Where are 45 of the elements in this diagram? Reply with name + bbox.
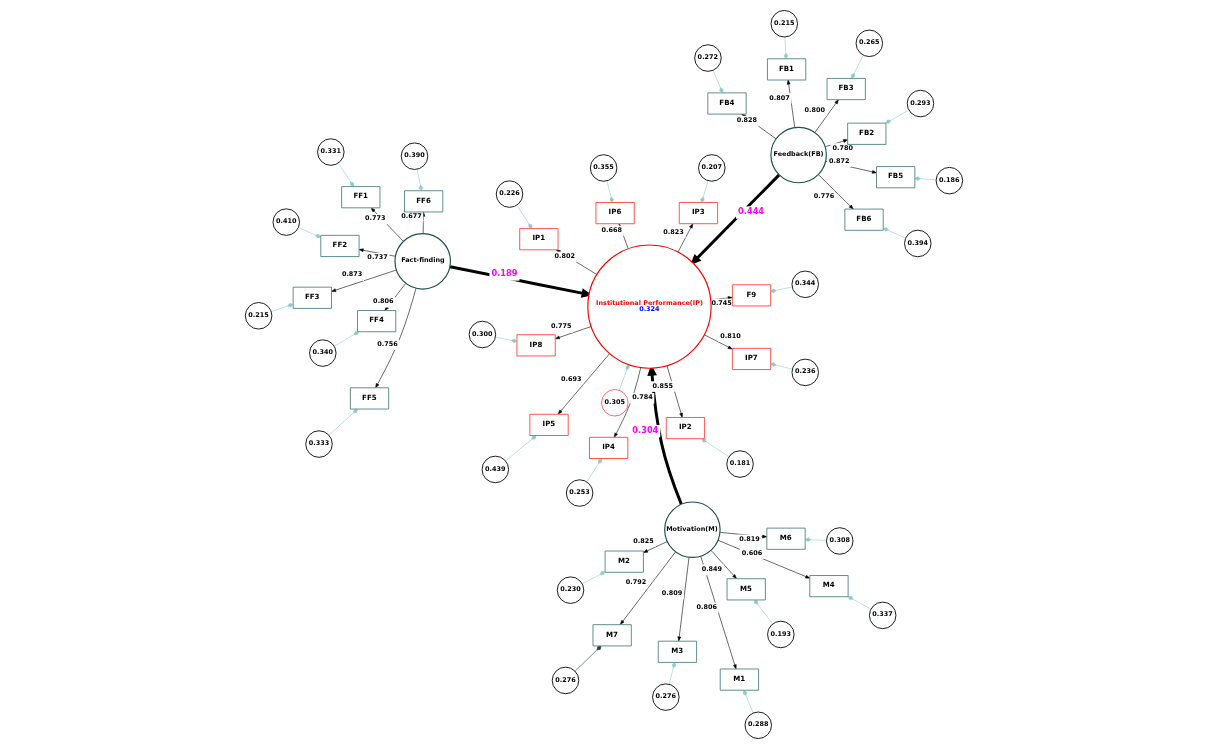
arrow — [690, 173, 781, 266]
connector — [574, 645, 602, 672]
arrow — [710, 550, 737, 579]
connector — [770, 286, 793, 293]
connector — [337, 162, 354, 187]
connector — [712, 70, 724, 94]
edge-label: 0.444 — [738, 206, 765, 217]
arrow — [786, 79, 796, 128]
connector — [619, 364, 630, 391]
connector — [495, 336, 518, 344]
connector — [582, 571, 606, 585]
connector — [847, 596, 872, 610]
connector — [804, 537, 827, 542]
arrow — [704, 334, 733, 350]
connector — [883, 227, 906, 239]
connector — [328, 408, 358, 436]
arrow — [421, 211, 426, 234]
connector — [742, 690, 754, 714]
arrow — [614, 367, 641, 438]
edge-label: 0.189 — [491, 268, 518, 279]
connector — [770, 362, 793, 370]
connector — [416, 168, 424, 191]
connector — [783, 36, 789, 59]
arrow — [717, 540, 811, 579]
connector — [668, 662, 677, 685]
connector — [701, 438, 730, 457]
connector — [700, 180, 709, 203]
connector — [754, 599, 773, 625]
connector — [606, 180, 614, 203]
connector — [914, 176, 937, 181]
connector — [885, 109, 910, 124]
arrow — [643, 541, 668, 553]
arrow — [555, 326, 592, 340]
arrow — [818, 174, 854, 210]
connector — [586, 458, 603, 482]
connector — [505, 435, 537, 462]
arrow — [814, 99, 839, 133]
arrow — [677, 556, 690, 642]
edge-label: 0.304 — [632, 425, 659, 436]
connector — [516, 204, 533, 229]
connector — [271, 303, 294, 312]
arrow — [677, 223, 694, 253]
connector — [850, 55, 864, 79]
connector — [298, 227, 321, 239]
connector — [333, 331, 359, 347]
